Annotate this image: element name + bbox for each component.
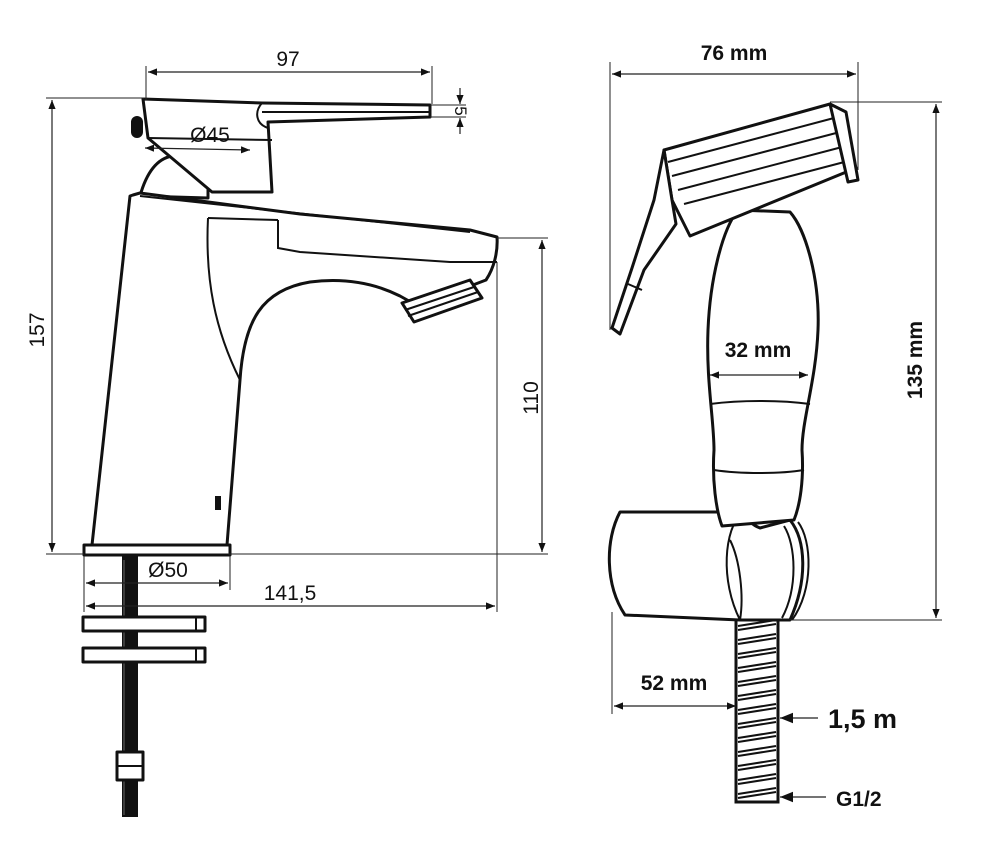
dim-handle-diameter: 32 mm bbox=[710, 339, 808, 379]
svg-text:5: 5 bbox=[451, 106, 470, 115]
handle-knob bbox=[131, 116, 143, 138]
washer-lower bbox=[81, 646, 207, 664]
shower-trigger bbox=[610, 148, 678, 336]
callout-hose-length: 1,5 m bbox=[780, 704, 897, 734]
shower-handle bbox=[706, 208, 820, 528]
shower-holder bbox=[607, 510, 805, 622]
faucet-body bbox=[90, 191, 499, 547]
dim-height: 157 bbox=[26, 97, 144, 555]
dim-spout-height: 110 bbox=[228, 237, 548, 555]
dim-holder-depth: 52 mm bbox=[611, 612, 736, 714]
svg-text:110: 110 bbox=[520, 381, 543, 414]
faucet-drawing: 97 5 Ø45 157 110 bbox=[26, 48, 548, 817]
dim-total-length: 135 mm bbox=[790, 101, 942, 621]
svg-text:97: 97 bbox=[276, 48, 299, 71]
washer-upper bbox=[81, 615, 207, 633]
dim-base-diameter: Ø50 bbox=[83, 556, 231, 612]
shower-drawing: 76 mm 32 mm 135 mm 52 mm 1,5 m G1/2 bbox=[607, 42, 942, 811]
lever-handle bbox=[141, 97, 432, 194]
dim-handle-length: 97 bbox=[145, 48, 433, 104]
dim-head-width: 76 mm bbox=[609, 42, 859, 330]
svg-text:Ø50: Ø50 bbox=[148, 559, 188, 582]
svg-text:135 mm: 135 mm bbox=[904, 321, 927, 399]
svg-text:52 mm: 52 mm bbox=[641, 672, 708, 695]
svg-text:157: 157 bbox=[26, 312, 49, 347]
dim-reach: 141,5 bbox=[86, 262, 498, 612]
dim-body-diameter: Ø45 bbox=[144, 124, 251, 154]
dim-handle-thickness: 5 bbox=[430, 88, 470, 134]
shower-hose bbox=[734, 614, 780, 804]
svg-text:G1/2: G1/2 bbox=[836, 788, 882, 811]
body-marker-dot bbox=[215, 496, 221, 510]
svg-text:Ø45: Ø45 bbox=[190, 124, 230, 147]
svg-text:32 mm: 32 mm bbox=[725, 339, 792, 362]
svg-text:141,5: 141,5 bbox=[264, 582, 317, 605]
svg-text:1,5 m: 1,5 m bbox=[828, 704, 897, 734]
callout-connection: G1/2 bbox=[780, 788, 882, 811]
svg-text:76 mm: 76 mm bbox=[701, 42, 768, 65]
